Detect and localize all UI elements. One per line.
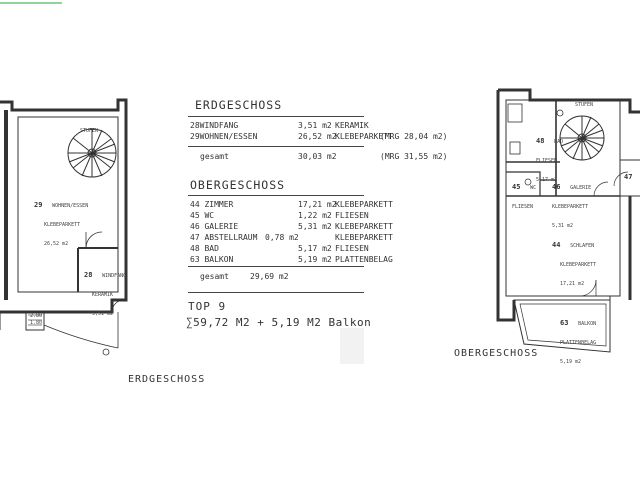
- left-floor-plan: [0, 98, 128, 356]
- right-room-63: 63 BALKON PLATTENBELAG 5,19 m2: [560, 310, 596, 367]
- dimension-label: 1.80: [30, 320, 43, 326]
- room-material: PLATTENBELAG: [560, 340, 597, 346]
- table-rule: [188, 266, 364, 267]
- right-room-47: 47: [624, 164, 632, 183]
- room-area: 1,22 m2: [298, 211, 332, 220]
- room-area: 5,17 m2: [536, 177, 558, 183]
- total-area: 29,69 m2: [250, 272, 289, 281]
- room-area: 26,52 m2: [298, 132, 337, 141]
- table-row: 48 BAD 5,17 m2 FLIESEN: [190, 243, 490, 254]
- obergeschoss-title: OBERGESCHOSS: [190, 178, 286, 192]
- right-stair-label: STUFEN: [575, 102, 594, 108]
- room-material: KLEBEPARKETT: [44, 222, 81, 228]
- room-material: KERAMIK: [335, 121, 369, 130]
- room-name: BALKON: [578, 321, 597, 327]
- room-material: KLEBEPARKETT: [552, 204, 589, 210]
- area-summary: ∑59,72 M2 + 5,19 M2 Balkon: [186, 316, 372, 329]
- room-area: 26,52 m2: [44, 241, 69, 247]
- room-number: 28: [84, 271, 93, 279]
- room-number: 48: [536, 137, 545, 145]
- left-room-28: 28 WINDFANG KERAMIK 3,51 m2: [84, 262, 126, 319]
- room-material: KLEBEPARKETT: [335, 233, 393, 242]
- room-number: 44: [552, 241, 561, 249]
- room-name: WC: [530, 185, 537, 191]
- room-number: 45: [512, 183, 521, 191]
- room-name: WINDFANG: [102, 273, 127, 279]
- total-label: gesamt: [200, 272, 229, 281]
- room-name: 44 ZIMMER: [190, 200, 234, 209]
- room-area: 5,17 m2: [298, 244, 332, 253]
- room-material: KERAMIK: [92, 292, 114, 298]
- room-name: 46 GALERIE: [190, 222, 239, 231]
- room-extra: (MRG 28,04 m2): [380, 132, 448, 141]
- total-area: 30,03 m2: [298, 152, 337, 161]
- right-plan-title: OBERGESCHOSS: [454, 348, 539, 359]
- room-material: FLIESEN: [536, 158, 558, 164]
- room-name: 63 BALKON: [190, 255, 234, 264]
- table-row: 45 WC 1,22 m2 FLIESEN: [190, 210, 490, 221]
- table-row: 63 BALKON 5,19 m2 PLATTENBELAG: [190, 254, 490, 265]
- total-row: gesamt 29,69 m2: [200, 271, 500, 282]
- left-plan-title: ERDGESCHOSS: [128, 374, 206, 385]
- left-room-29: 29 WOHNEN/ESSEN KLEBEPARKETT 26,52 m2: [34, 192, 88, 249]
- room-name: GALERIE: [570, 185, 592, 191]
- room-area: 3,51 m2: [92, 311, 114, 317]
- room-number: 47: [624, 173, 633, 181]
- room-number: 63: [560, 319, 569, 327]
- table-row: 29WOHNEN/ESSEN 26,52 m2 KLEBEPARKETT (MR…: [190, 131, 490, 142]
- room-number: 46: [552, 183, 561, 191]
- room-material: KLEBEPARKETT: [335, 132, 393, 141]
- room-name: WOHNEN/ESSEN: [52, 203, 89, 209]
- room-area: 5,31 m2: [298, 222, 332, 231]
- room-material: FLIESEN: [512, 204, 534, 210]
- table-rule: [188, 146, 364, 147]
- room-material: PLATTENBELAG: [335, 255, 393, 264]
- left-stair-label: STUFEN: [80, 128, 99, 134]
- table-row: 46 GALERIE 5,31 m2 KLEBEPARKETT: [190, 221, 490, 232]
- right-floor-plan: [496, 88, 640, 353]
- top-number: TOP 9: [188, 300, 227, 313]
- room-name: 48 BAD: [190, 244, 219, 253]
- table-rule: [188, 292, 364, 293]
- room-name: SCHLAFEN: [570, 243, 595, 249]
- room-name: BAD: [554, 139, 564, 145]
- room-material: KLEBEPARKETT: [335, 200, 393, 209]
- room-area: 0,78 m2: [265, 233, 299, 242]
- room-area: 5,19 m2: [298, 255, 332, 264]
- room-material: KLEBEPARKETT: [335, 222, 393, 231]
- dimension-label: 2.80: [30, 313, 43, 319]
- room-name: 29WOHNEN/ESSEN: [190, 132, 258, 141]
- room-area: 17,21 m2: [560, 281, 585, 287]
- erdgeschoss-title: ERDGESCHOSS: [195, 98, 283, 112]
- room-area: 5,19 m2: [560, 359, 582, 365]
- room-material: FLIESEN: [335, 244, 369, 253]
- room-name: 45 WC: [190, 211, 215, 220]
- table-rule: [188, 195, 364, 196]
- table-rule: [188, 116, 364, 117]
- room-material: FLIESEN: [335, 211, 369, 220]
- right-room-46: 46 GALERIE KLEBEPARKETT 5,31 m2: [552, 174, 591, 231]
- total-extra: (MRG 31,55 m2): [380, 152, 448, 161]
- total-label: gesamt: [200, 152, 229, 161]
- right-room-45: 45 WC FLIESEN: [512, 174, 536, 212]
- room-name: 47 ABSTELLRAUM: [190, 233, 258, 242]
- total-row: gesamt 30,03 m2 (MRG 31,55 m2): [200, 151, 500, 162]
- room-material: KLEBEPARKETT: [560, 262, 597, 268]
- room-area: 17,21 m2: [298, 200, 337, 209]
- table-row: 47 ABSTELLRAUM 0,78 m2 KLEBEPARKETT: [190, 232, 490, 243]
- room-area: 3,51 m2: [298, 121, 332, 130]
- right-room-44: 44 SCHLAFEN KLEBEPARKETT 17,21 m2: [552, 232, 596, 289]
- table-row: 28WINDFANG 3,51 m2 KERAMIK: [190, 120, 490, 131]
- faint-mark: [340, 328, 364, 364]
- room-name: 28WINDFANG: [190, 121, 239, 130]
- table-row: 44 ZIMMER 17,21 m2 KLEBEPARKETT: [190, 199, 490, 210]
- right-room-48: 48 BAD FLIESEN 5,17 m2: [536, 128, 563, 185]
- corner-mark: [0, 0, 64, 10]
- room-number: 29: [34, 201, 43, 209]
- room-area: 5,31 m2: [552, 223, 574, 229]
